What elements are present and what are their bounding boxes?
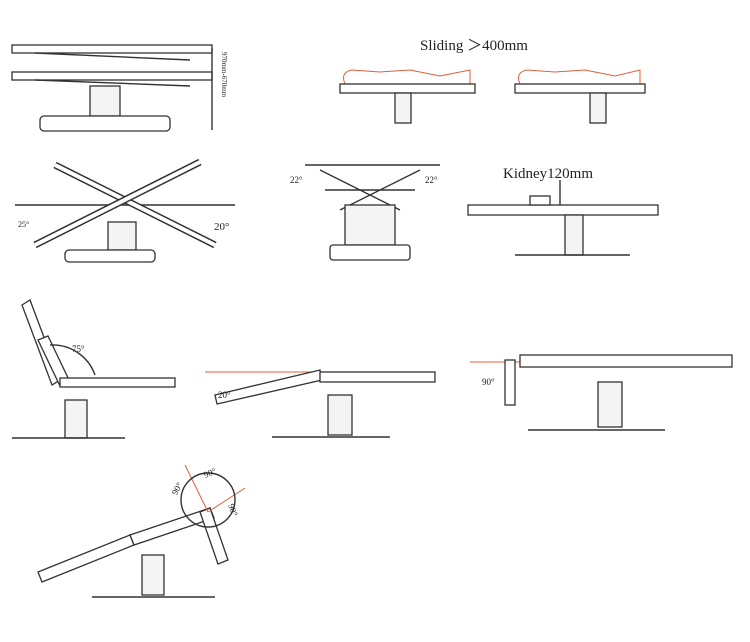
lateral-left-label: 22°: [290, 175, 303, 185]
sliding-label: Sliding ＞400mm: [420, 38, 528, 54]
sliding-view: Sliding ＞400mm: [339, 38, 646, 124]
angle-label-20: 20°: [214, 221, 229, 233]
trendelenburg-view: 25° 20°: [15, 158, 235, 263]
head-angle-right: 90°: [226, 502, 240, 518]
back-down-view: 20°: [205, 369, 436, 438]
back-up-view: 75°: [12, 299, 176, 439]
lateral-tilt-view: 22° 22°: [290, 164, 440, 261]
height-adjust-view: 970mm-670mm: [11, 44, 228, 132]
angle-label-25: 25°: [18, 220, 29, 229]
leg-down-view: 90°: [470, 354, 733, 431]
head-angle-top: 90°: [202, 466, 218, 481]
kidney-view: Kidney120mm: [467, 166, 659, 256]
head-angle-left: 90°: [170, 480, 185, 496]
lateral-right-label: 22°: [425, 175, 438, 185]
leg-down-angle-label: 90°: [482, 377, 495, 387]
back-up-angle-label: 75°: [72, 344, 85, 354]
back-down-angle-label: 20°: [218, 390, 231, 400]
head-section-view: 90° 90° 90°: [37, 464, 246, 598]
height-range-label: 970mm-670mm: [220, 52, 228, 98]
kidney-label: Kidney120mm: [503, 166, 593, 182]
